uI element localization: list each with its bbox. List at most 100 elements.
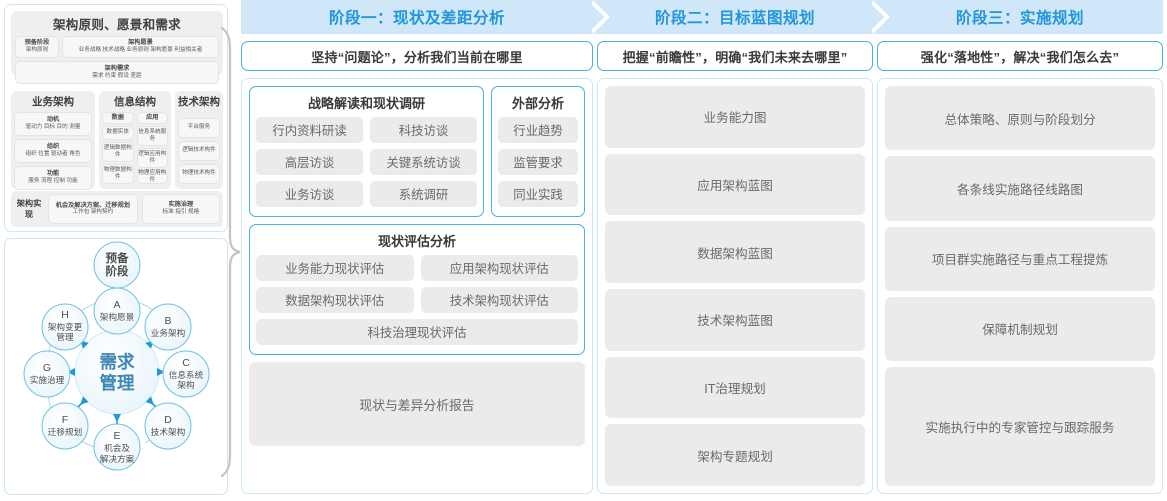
chip-survey-0-1[interactable]: 科技访谈 — [370, 117, 477, 143]
adm-node-h-label: 架构变更 — [48, 321, 83, 332]
chip-p3-0[interactable]: 总体策略、原则与阶段划分 — [885, 86, 1155, 151]
adm-node-c[interactable] — [162, 350, 210, 398]
phase-1-subtitle: 坚持“问题论”，分析我们当前在哪里 — [241, 41, 593, 71]
adm-node-h-key: H — [61, 309, 69, 321]
chip-assess-1-1[interactable]: 技术架构现状评估 — [420, 287, 578, 313]
togaf-col-information: 信息结构 数据 数据实体 逻辑数据构件 — [99, 91, 171, 189]
chip-survey-1-0[interactable]: 高层访谈 — [256, 149, 363, 175]
togaf-function-head: 功能 — [46, 170, 60, 178]
togaf-app-item-0: 信息系统服务 — [136, 126, 168, 146]
chip-p3-4[interactable]: 实施执行中的专家管控与跟踪服务 — [885, 367, 1155, 487]
gap-analysis-report-chip[interactable]: 现状与差异分析报告 — [249, 362, 585, 446]
chevron-right-icon-1 — [592, 0, 610, 34]
togaf-function-pill: 功能 服务 流程 控制 功能 — [14, 166, 92, 190]
chip-survey-0-0[interactable]: 行内资料研读 — [256, 117, 363, 143]
chip-survey-2-1[interactable]: 系统调研 — [370, 181, 477, 207]
togaf-data-item-2: 物理数据构件 — [102, 164, 134, 184]
chip-assess-2-0[interactable]: 科技治理现状评估 — [256, 319, 578, 345]
adm-node-g[interactable] — [23, 350, 71, 398]
adm-node-c-label2: 架构 — [177, 379, 195, 390]
assessment-row-1: 数据架构现状评估 技术架构现状评估 — [256, 287, 578, 313]
togaf-data-item-1: 逻辑数据构件 — [102, 142, 134, 162]
strategy-survey-row-2: 业务访谈 系统调研 — [256, 181, 477, 207]
togaf-data-head: 数据 — [111, 114, 124, 121]
togaf-prelim-head: 预备阶段 — [24, 39, 50, 47]
chip-p2-2[interactable]: 数据架构蓝图 — [605, 221, 865, 284]
phase-1-banner-label: 阶段一：现状及差距分析 — [328, 10, 505, 27]
togaf-col-technology: 技术架构 平台服务 逻辑技术构件 物理技术构件 — [175, 91, 223, 189]
togaf-governance-pill: 实施治理 标准 指引 规格 — [141, 194, 220, 224]
assessment-title: 现状评估分析 — [377, 234, 456, 249]
adm-center-line2: 管理 — [100, 373, 135, 393]
adm-node-d-key: D — [164, 414, 172, 426]
chip-external-0[interactable]: 行业趋势 — [498, 117, 578, 143]
adm-node-c-key: C — [182, 357, 190, 369]
adm-node-h[interactable] — [41, 303, 89, 351]
phase-2-stack: 业务能力图 应用架构蓝图 数据架构蓝图 技术架构蓝图 IT治理规划 架构专题规划 — [605, 86, 865, 487]
assessment-row-2: 科技治理现状评估 — [256, 319, 578, 345]
togaf-data-head-pill: 数据 — [102, 112, 134, 124]
togaf-function-items: 服务 流程 控制 功能 — [28, 178, 78, 185]
strategy-survey-card: 战略解读和现状调研 行内资料研读 科技访谈 高层访谈 关键系统访谈 业务访谈 系… — [249, 86, 484, 217]
adm-prelim-line1: 预备 — [106, 251, 129, 265]
chip-external-1[interactable]: 监管要求 — [498, 149, 578, 175]
chip-p2-0[interactable]: 业务能力图 — [605, 86, 865, 148]
adm-node-c-label: 信息系统 — [169, 369, 204, 380]
adm-node-a[interactable] — [93, 287, 141, 335]
grouping-brace — [218, 22, 244, 482]
adm-node-f[interactable] — [41, 402, 89, 450]
togaf-vision-items: 业务战略 技术战略 业务原则 架构愿景 利益相关者 — [78, 47, 203, 54]
phase-1-top-row: 战略解读和现状调研 行内资料研读 科技访谈 高层访谈 关键系统访谈 业务访谈 系… — [249, 86, 585, 217]
adm-node-a-label: 架构愿景 — [100, 311, 135, 322]
togaf-motivation-items: 驱动力 目标 目的 测量 — [25, 124, 81, 131]
togaf-content-framework-card: 架构原则、愿景和需求 预备阶段 架构原则 架构愿景 业务战略 技术战略 业务原则… — [4, 4, 228, 232]
adm-node-h-label2: 管理 — [56, 331, 74, 342]
chip-p3-1[interactable]: 各条线实施路径线路图 — [885, 156, 1155, 221]
adm-diagram: 需求 管理 — [5, 239, 229, 496]
phase-3-subtitle: 强化“落地性”，解决“我们怎么去” — [877, 41, 1163, 71]
adm-node-b-label: 业务架构 — [151, 327, 186, 338]
chip-survey-1-1[interactable]: 关键系统访谈 — [370, 149, 477, 175]
strategy-survey-row-0: 行内资料研读 科技访谈 — [256, 117, 477, 143]
chip-assess-0-1[interactable]: 应用架构现状评估 — [420, 255, 578, 281]
adm-node-e-key: E — [113, 430, 120, 442]
adm-node-e-label: 机会及 — [104, 442, 130, 453]
togaf-organization-items: 组织 位置 驱动者 角色 — [25, 151, 81, 158]
togaf-middle-row: 业务架构 动机 驱动力 目标 目的 测量 组织 组织 位置 驱动者 角色 功能 … — [11, 91, 223, 190]
chip-p2-3[interactable]: 技术架构蓝图 — [605, 289, 865, 351]
phase-3: 阶段三：实施规划 强化“落地性”，解决“我们怎么去” 总体策略、原则与阶段划分 … — [877, 0, 1163, 494]
adm-node-b[interactable] — [144, 303, 192, 351]
phase-2: 阶段二：目标蓝图规划 把握“前瞻性”，明确“我们未来去哪里” 业务能力图 应用架… — [597, 0, 890, 494]
togaf-tech-item-0: 平台服务 — [178, 118, 220, 138]
chip-p2-1[interactable]: 应用架构蓝图 — [605, 153, 865, 216]
togaf-col-business-head: 业务架构 — [32, 96, 74, 108]
togaf-prelim-items: 架构原则 — [25, 47, 49, 54]
togaf-data-subcol: 数据 数据实体 逻辑数据构件 物理数据构件 — [102, 112, 134, 184]
phase-1-banner: 阶段一：现状及差距分析 — [241, 0, 610, 34]
chip-p2-5[interactable]: 架构专题规划 — [605, 424, 865, 487]
togaf-organization-head: 组织 — [46, 143, 60, 151]
adm-node-e[interactable] — [93, 423, 141, 471]
togaf-app-subcol: 应用 信息系统服务 逻辑应用构件 物理应用构件 — [136, 112, 168, 184]
adm-node-g-key: G — [43, 362, 51, 374]
adm-center-circle — [74, 329, 160, 415]
chip-assess-1-0[interactable]: 数据架构现状评估 — [256, 287, 414, 313]
togaf-requirement-items: 需求 约束 假设 差距 — [92, 72, 142, 79]
togaf-top-group: 架构原则、愿景和需求 预备阶段 架构原则 架构愿景 业务战略 技术战略 业务原则… — [11, 11, 223, 84]
adm-node-f-key: F — [62, 414, 68, 426]
togaf-motivation-pill: 动机 驱动力 目标 目的 测量 — [14, 112, 92, 136]
chip-p3-3[interactable]: 保障机制规划 — [885, 296, 1155, 362]
chip-p3-2[interactable]: 项目群实施路径与重点工程提炼 — [885, 226, 1155, 291]
chevron-right-icon-2 — [872, 0, 890, 34]
togaf-vision-pill: 架构愿景 业务战略 技术战略 业务原则 架构愿景 利益相关者 — [62, 36, 219, 58]
strategy-survey-title: 战略解读和现状调研 — [307, 96, 425, 111]
chip-p2-4[interactable]: IT治理规划 — [605, 356, 865, 419]
togaf-tech-item-1: 逻辑技术构件 — [178, 141, 220, 161]
adm-node-d[interactable] — [144, 402, 192, 450]
adm-node-g-label: 实施治理 — [30, 374, 65, 385]
chip-assess-0-0[interactable]: 业务能力现状评估 — [256, 255, 414, 281]
brace-icon — [220, 26, 241, 478]
chip-external-2[interactable]: 同业实践 — [498, 181, 578, 207]
chip-survey-2-0[interactable]: 业务访谈 — [256, 181, 363, 207]
